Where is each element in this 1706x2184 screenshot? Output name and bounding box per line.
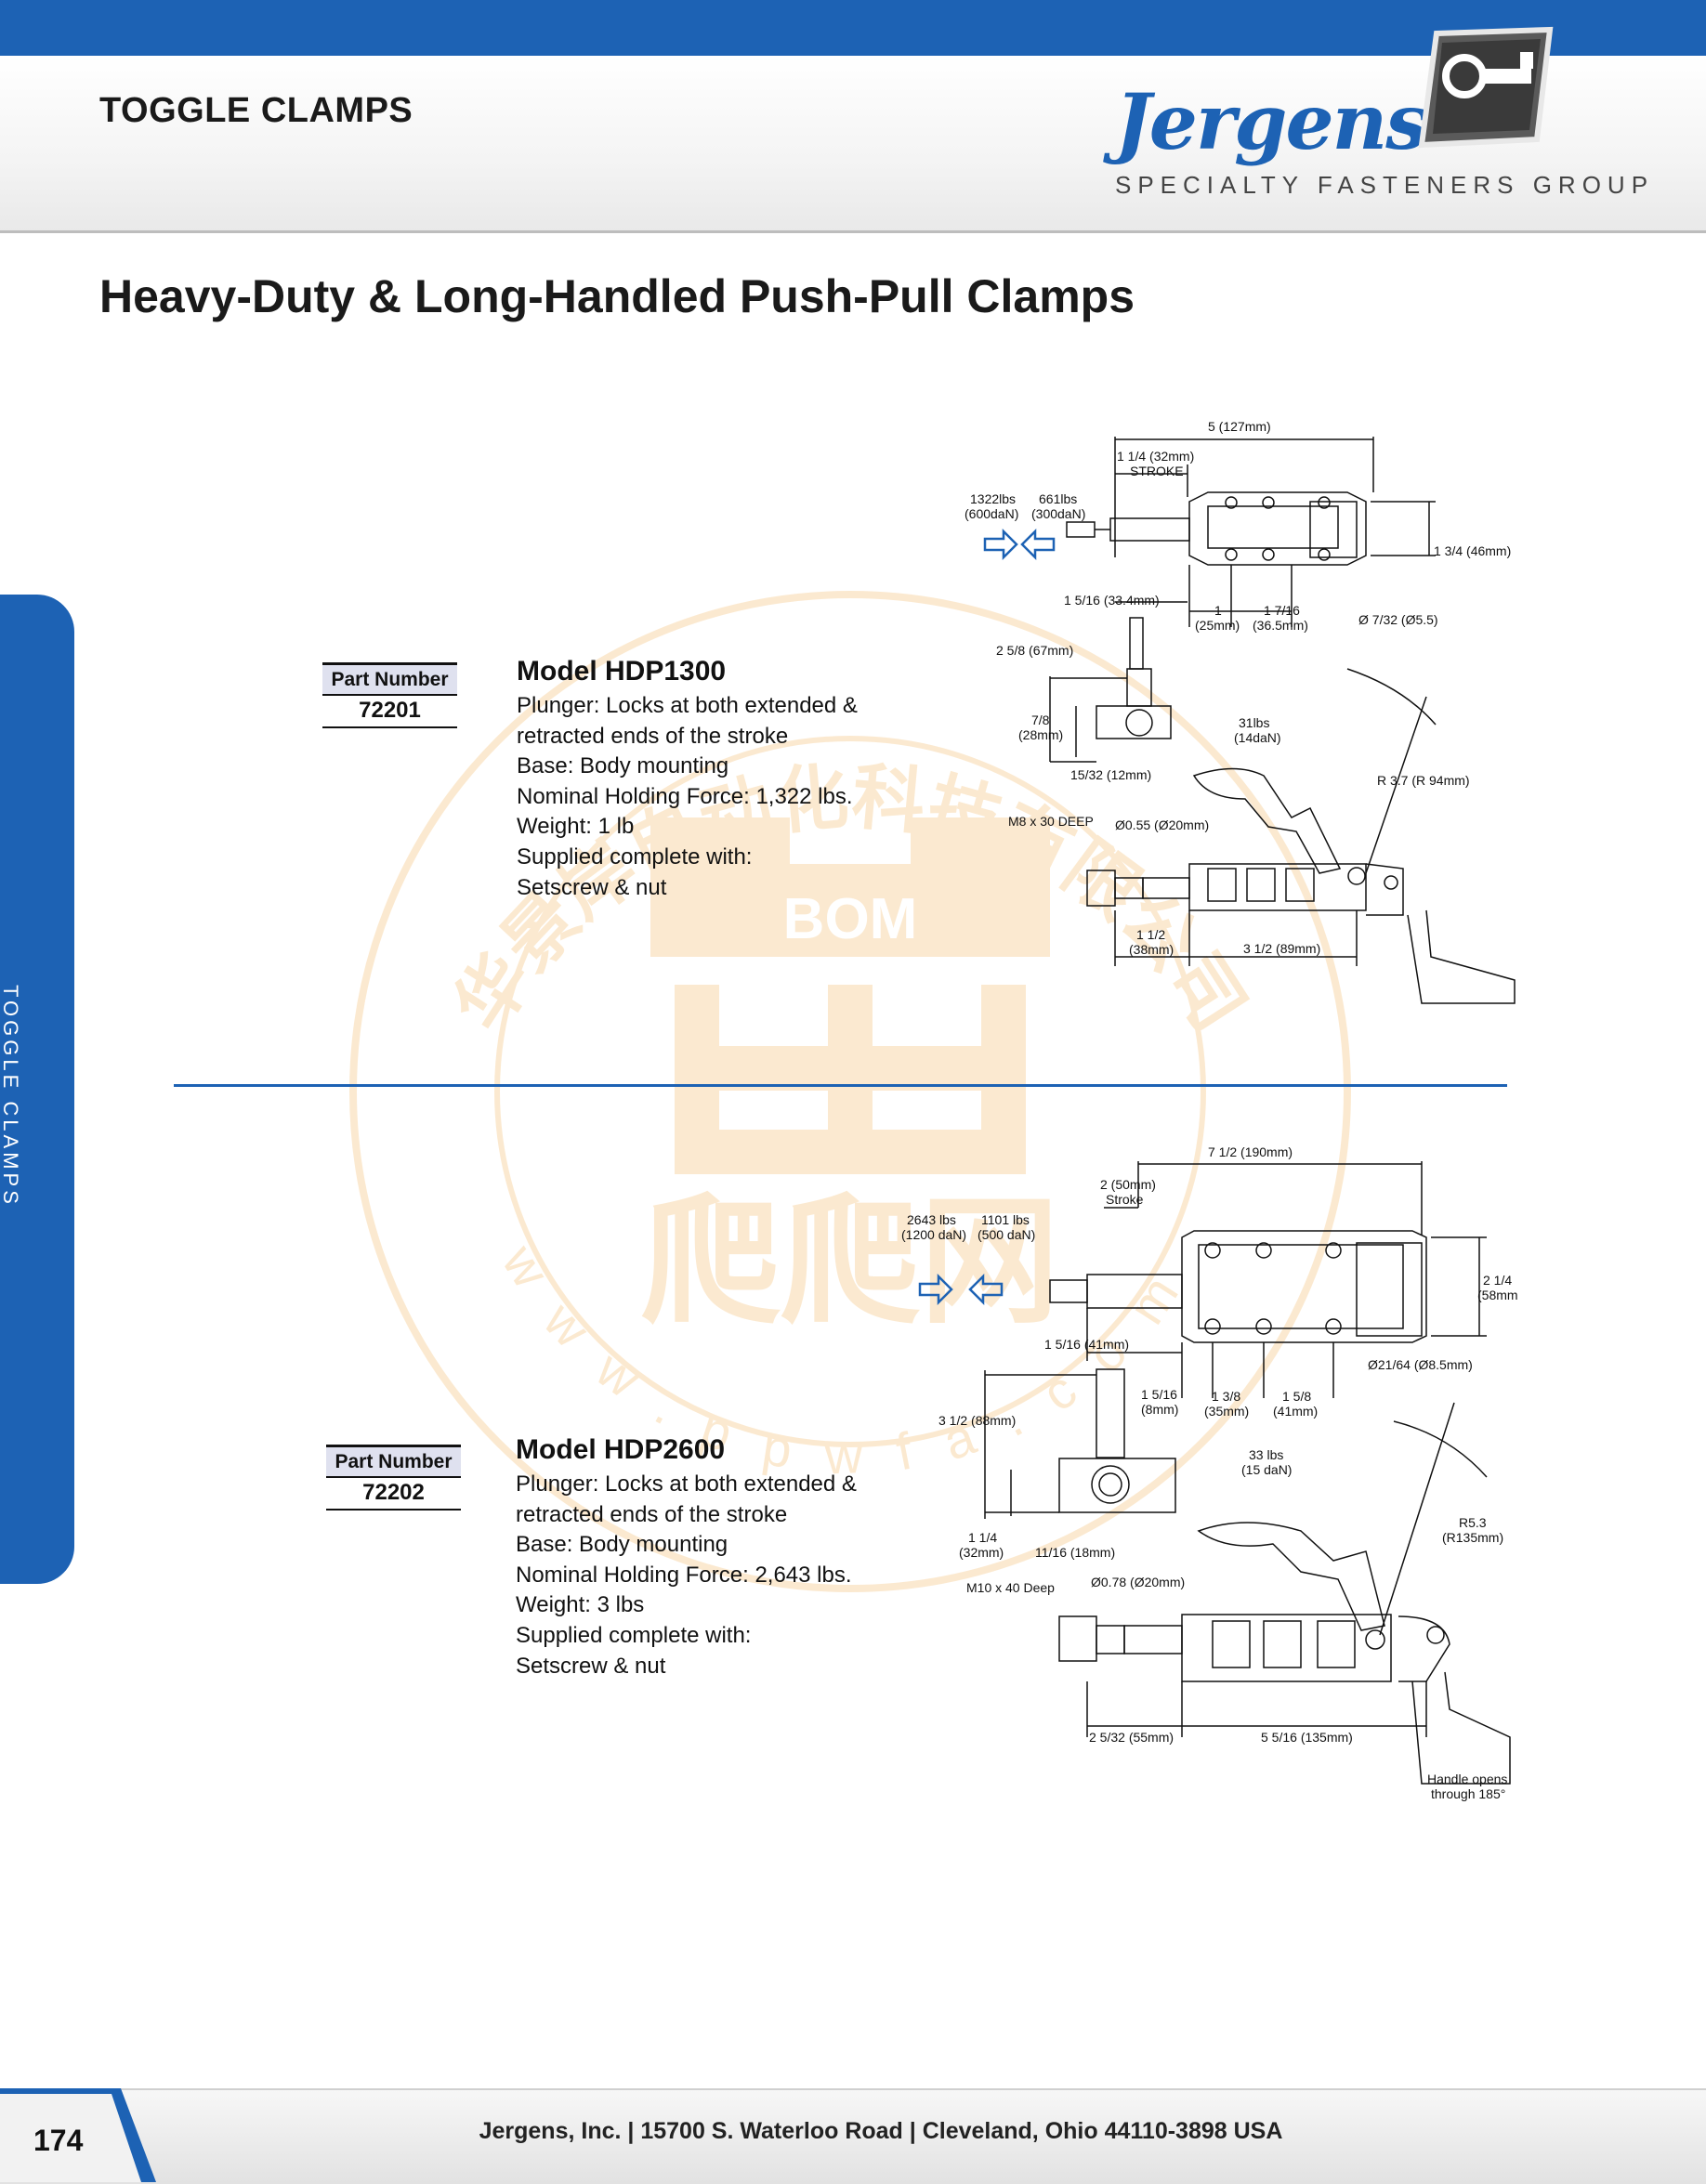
part-number-box: Part Number 72201: [322, 662, 457, 728]
footer-address: Jergens, Inc. | 15700 S. Waterloo Road |…: [479, 2118, 1283, 2144]
dim-label: through 185°: [1431, 1786, 1505, 1801]
dim-label: STROKE: [1130, 464, 1184, 478]
spec-line: Nominal Holding Force: 1,322 lbs.: [517, 783, 853, 809]
side-tab-label: TOGGLE CLAMPS: [0, 985, 22, 1208]
dim-label: Handle opens: [1427, 1772, 1507, 1786]
dim-label: 1 5/8: [1282, 1389, 1311, 1404]
dim-label: (25mm): [1195, 618, 1240, 633]
dim-label: (300daN): [1031, 506, 1085, 521]
dim-label: 1101 lbs: [981, 1212, 1030, 1227]
dim-label: 1 5/16 (41mm): [1044, 1337, 1129, 1352]
side-tab: [0, 595, 74, 1584]
spec-line: retracted ends of the stroke: [517, 723, 789, 749]
section-title: TOGGLE CLAMPS: [99, 91, 413, 130]
dim-label: Stroke: [1106, 1192, 1144, 1207]
logo-tagline: SPECIALTY FASTENERS GROUP: [1115, 171, 1655, 199]
dim-label: 15/32 (12mm): [1070, 767, 1151, 782]
dim-label: 31lbs: [1239, 715, 1269, 730]
dim-label: (R135mm): [1442, 1530, 1503, 1545]
part-number-box: Part Number 72202: [326, 1445, 461, 1510]
dim-label: Ø 7/32 (Ø5.5): [1358, 612, 1438, 627]
dim-label: 2 5/8 (67mm): [996, 643, 1073, 658]
spec-line: Weight: 3 lbs: [516, 1592, 645, 1618]
product-description: Model HDP1300 Plunger: Locks at both ext…: [517, 656, 907, 903]
dim-label: R5.3: [1459, 1515, 1487, 1530]
dim-label: (35mm): [1204, 1404, 1249, 1419]
page-title: Heavy-Duty & Long-Handled Push-Pull Clam…: [99, 270, 1135, 322]
dim-label: (32mm): [959, 1545, 1004, 1560]
dim-label: 3 1/2 (89mm): [1243, 941, 1320, 956]
dim-label: 2643 lbs: [907, 1212, 956, 1227]
dim-label: 1322lbs: [970, 491, 1016, 506]
dim-label: 33 lbs: [1249, 1447, 1283, 1462]
dim-label: (36.5mm): [1253, 618, 1308, 633]
jergens-logo-icon: [1418, 26, 1554, 149]
product-description: Model HDP2600 Plunger: Locks at both ext…: [516, 1434, 906, 1681]
dim-label: 1 1/2: [1136, 927, 1165, 942]
page-number: 174: [33, 2124, 84, 2157]
dim-label: (58mm: [1477, 1288, 1518, 1302]
part-number-value: 72201: [322, 696, 457, 728]
dim-label: (15 daN): [1241, 1462, 1292, 1477]
dim-label: 2 1/4: [1483, 1273, 1512, 1288]
dim-label: 1 5/16: [1141, 1387, 1177, 1402]
hdp1300-drawing: 5 (127mm) 1 1/4 (32mm) STROKE 1322lbs (6…: [965, 419, 1516, 1004]
spec-line: Nominal Holding Force: 2,643 lbs.: [516, 1562, 852, 1588]
dim-label: 1 3/4 (46mm): [1434, 543, 1511, 558]
dim-label: M10 x 40 Deep: [966, 1580, 1055, 1595]
spec-line: Base: Body mounting: [516, 1532, 728, 1558]
dim-label: (28mm): [1018, 727, 1063, 742]
spec-line: Setscrew & nut: [516, 1653, 666, 1679]
dim-label: 2 5/32 (55mm): [1089, 1730, 1174, 1745]
dim-label: (14daN): [1234, 730, 1281, 745]
part-number-value: 72202: [326, 1478, 461, 1510]
dim-label: 1: [1214, 603, 1222, 618]
header-bar: [0, 0, 1706, 56]
dim-label: 1 1/4: [968, 1530, 997, 1545]
dim-label: (1200 daN): [901, 1227, 966, 1242]
page-number-tab: [0, 2088, 156, 2182]
dim-label: Ø0.55 (Ø20mm): [1115, 817, 1209, 832]
dim-label: (500 daN): [978, 1227, 1035, 1242]
spec-line: Base: Body mounting: [517, 753, 729, 779]
part-number-label: Part Number: [322, 662, 457, 696]
part-number-label: Part Number: [326, 1445, 461, 1478]
dim-label: 661lbs: [1039, 491, 1077, 506]
dim-label: (38mm): [1129, 942, 1174, 957]
spec-line: Supplied complete with:: [517, 844, 753, 870]
dim-label: 7 1/2 (190mm): [1208, 1144, 1293, 1159]
dim-label: 5 (127mm): [1208, 419, 1271, 434]
section-divider: [174, 1084, 1507, 1087]
hdp2600-drawing: 7 1/2 (190mm) 2 (50mm) Stroke 2643 lbs (…: [901, 1144, 1518, 1801]
spec-line: Plunger: Locks at both extended &: [516, 1471, 857, 1497]
spec-line: Weight: 1 lb: [517, 814, 635, 840]
dim-label: 2 (50mm): [1100, 1177, 1156, 1192]
spec-line: retracted ends of the stroke: [516, 1501, 788, 1527]
dim-label: 1 1/4 (32mm): [1117, 449, 1194, 464]
dim-label: (8mm): [1141, 1402, 1178, 1417]
dim-label: 1 3/8: [1212, 1389, 1240, 1404]
dim-label: 1 7/16: [1264, 603, 1300, 618]
spec-line: Plunger: Locks at both extended &: [517, 693, 858, 718]
dim-label: (600daN): [965, 506, 1018, 521]
footer-band: [0, 2088, 1706, 2184]
jergens-logo-text: Jergens: [1115, 78, 1428, 167]
force-arrow-icon: [983, 528, 1056, 561]
dim-label: M8 x 30 DEEP: [1008, 814, 1094, 829]
dim-label: 1 5/16 (33.4mm): [1064, 593, 1160, 608]
dim-label: 11/16 (18mm): [1035, 1545, 1115, 1560]
dim-label: Ø21/64 (Ø8.5mm): [1368, 1357, 1473, 1372]
spec-line: Supplied complete with:: [516, 1622, 752, 1648]
model-name: Model HDP1300: [517, 656, 727, 687]
spec-line: Setscrew & nut: [517, 874, 667, 900]
dim-label: R 3.7 (R 94mm): [1377, 773, 1470, 788]
dim-label: 5 5/16 (135mm): [1261, 1730, 1353, 1745]
dim-label: Ø0.78 (Ø20mm): [1091, 1575, 1185, 1589]
dim-label: (41mm): [1273, 1404, 1318, 1419]
force-arrow-icon: [918, 1273, 1004, 1306]
dim-label: 3 1/2 (88mm): [938, 1413, 1016, 1428]
dim-label: 7/8: [1031, 713, 1050, 727]
model-name: Model HDP2600: [516, 1434, 726, 1465]
